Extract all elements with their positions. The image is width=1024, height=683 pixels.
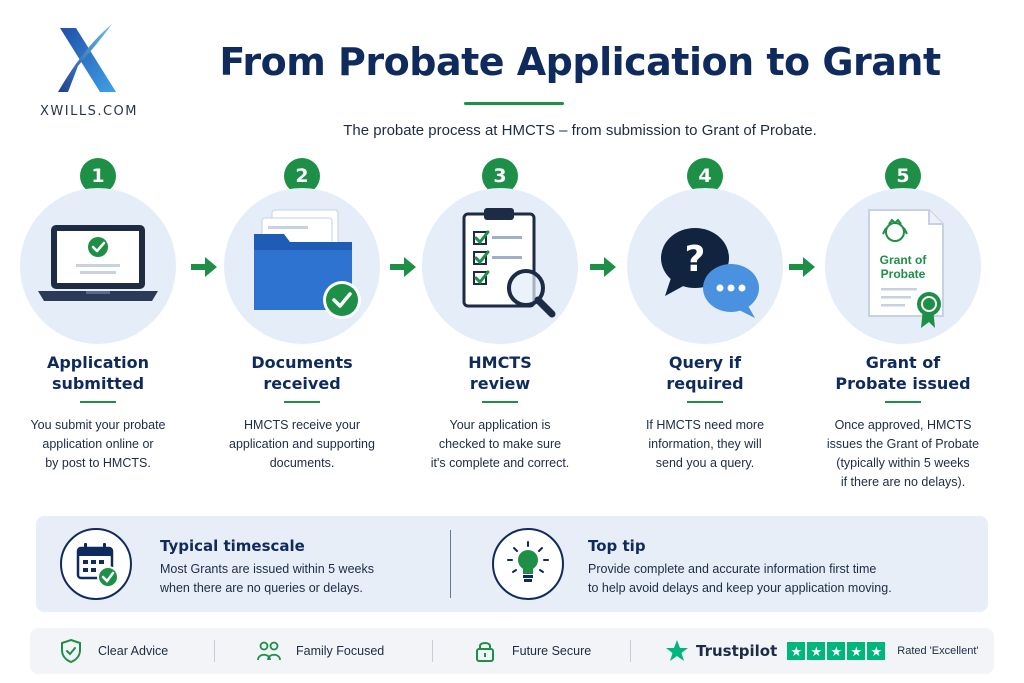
footer-separator <box>432 640 433 662</box>
tip-text: Provide complete and accurate informatio… <box>588 562 892 595</box>
step-divider <box>687 401 723 403</box>
star-icon: ★ <box>867 642 886 660</box>
page-title: From Probate Application to Grant <box>219 40 941 84</box>
arrow-right-icon <box>191 257 217 277</box>
footer-bar: Clear Advice Family Focused Future Secur… <box>30 628 994 674</box>
trustpilot-stars: ★ ★ ★ ★ ★ <box>787 642 887 660</box>
folder-check-icon <box>254 209 361 319</box>
arrow-right-icon <box>789 257 815 277</box>
shield-check-icon <box>61 638 81 664</box>
footer-item-family-focused: Family Focused <box>256 628 384 674</box>
laptop-check-icon <box>38 225 158 301</box>
info-divider <box>450 530 451 598</box>
royal-crest-icon <box>882 218 908 242</box>
trustpilot-name: Trustpilot <box>696 642 778 660</box>
trustpilot-rating-text: Rated 'Excellent' <box>897 645 979 657</box>
arrow-right-icon <box>390 257 416 277</box>
tip-icon-circle <box>492 528 564 600</box>
certificate-icon: Grant of Probate <box>868 209 944 328</box>
page-subtitle: The probate process at HMCTS – from subm… <box>343 122 817 139</box>
brand-logo[interactable]: XWILLS.COM <box>14 24 164 124</box>
padlock-icon <box>476 642 494 662</box>
certificate-title-line-2: Probate <box>881 267 926 281</box>
step-divider <box>482 401 518 403</box>
step-divider <box>885 401 921 403</box>
certificate-title-line-1: Grant of <box>880 253 928 267</box>
lightbulb-icon <box>507 541 549 582</box>
family-icon <box>257 641 281 661</box>
title-underline <box>464 102 564 105</box>
calendar-check-icon <box>76 543 119 588</box>
step-divider <box>80 401 116 403</box>
footer-item-label: Clear Advice <box>98 644 169 658</box>
logo-text: XWILLS.COM <box>40 104 138 119</box>
star-icon: ★ <box>787 642 806 660</box>
footer-item-label: Future Secure <box>512 644 592 658</box>
trustpilot-star-icon <box>666 640 688 661</box>
logo-x-icon <box>58 24 116 92</box>
star-icon: ★ <box>847 642 866 660</box>
footer-item-clear-advice: Clear Advice <box>58 628 168 674</box>
star-icon: ★ <box>827 642 846 660</box>
star-icon: ★ <box>807 642 826 660</box>
trustpilot-rating[interactable]: Trustpilot ★ ★ ★ ★ ★ Rated 'Excellent' <box>664 628 979 674</box>
timescale-title: Typical timescale <box>160 537 305 555</box>
footer-separator <box>214 640 215 662</box>
info-panel: Typical timescale Most Grants are issued… <box>36 516 988 612</box>
step-divider <box>284 401 320 403</box>
svg-text:?: ? <box>685 239 706 280</box>
footer-item-label: Family Focused <box>296 644 385 658</box>
tip-title: Top tip <box>588 537 646 555</box>
step-icon-circle <box>20 188 176 344</box>
footer-item-future-secure: Future Secure <box>472 628 591 674</box>
footer-separator <box>630 640 631 662</box>
step-icon-circle: Grant of Probate <box>825 188 981 344</box>
speech-bubbles-icon: ? <box>661 228 759 318</box>
arrow-right-icon <box>590 257 616 277</box>
clipboard-magnifier-icon <box>462 208 556 318</box>
step-icon-circle: ? <box>627 188 783 344</box>
timescale-icon-circle <box>60 528 132 600</box>
step-icon-circle <box>422 188 578 344</box>
step-icon-circle <box>224 188 380 344</box>
